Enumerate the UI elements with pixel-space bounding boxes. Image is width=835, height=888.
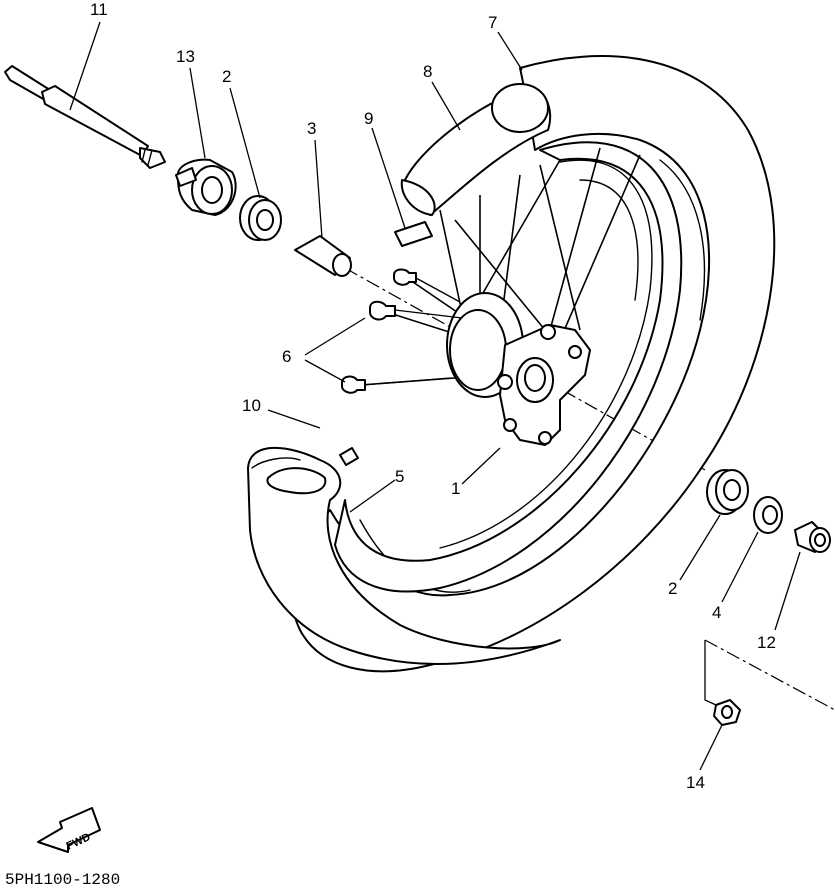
part-3-spacer bbox=[294, 235, 352, 277]
part-2-bearing-lower bbox=[706, 469, 749, 515]
callout-labels: 11 13 2 3 9 8 7 6 10 5 1 2 4 12 14 bbox=[90, 0, 776, 792]
callout-9: 9 bbox=[364, 109, 373, 128]
callout-3: 3 bbox=[307, 119, 316, 138]
part-8-tube bbox=[400, 83, 552, 216]
part-10-rim-band bbox=[247, 446, 561, 665]
part-2-bearing-upper bbox=[239, 195, 282, 241]
callout-7: 7 bbox=[488, 13, 497, 32]
callout-11: 11 bbox=[90, 0, 108, 19]
callout-14: 14 bbox=[686, 773, 705, 792]
callout-6: 6 bbox=[282, 347, 291, 366]
callout-8: 8 bbox=[423, 62, 432, 81]
callout-12: 12 bbox=[757, 633, 776, 652]
part-12-collar bbox=[794, 521, 831, 553]
part-6-rivets bbox=[341, 268, 463, 394]
part-13-collar bbox=[175, 158, 237, 216]
callout-13: 13 bbox=[176, 47, 195, 66]
callout-5: 5 bbox=[395, 467, 404, 486]
diagram-code: 5PH1100-1280 bbox=[5, 871, 120, 888]
part-5-rim bbox=[334, 141, 683, 593]
part-11-axle bbox=[4, 65, 166, 169]
part-9-valve bbox=[394, 221, 433, 247]
callout-2-upper: 2 bbox=[222, 67, 231, 86]
callout-2-lower: 2 bbox=[668, 579, 677, 598]
part-4-oil-seal bbox=[753, 496, 783, 534]
part-14-nut bbox=[704, 639, 835, 726]
part-1-hub bbox=[446, 292, 591, 446]
callout-4: 4 bbox=[712, 603, 721, 622]
part-valve-nut bbox=[339, 447, 359, 466]
callout-10: 10 bbox=[242, 396, 261, 415]
leader-lines bbox=[69, 21, 801, 771]
fwd-arrow-icon: FWD bbox=[37, 807, 101, 853]
callout-1: 1 bbox=[451, 479, 460, 498]
